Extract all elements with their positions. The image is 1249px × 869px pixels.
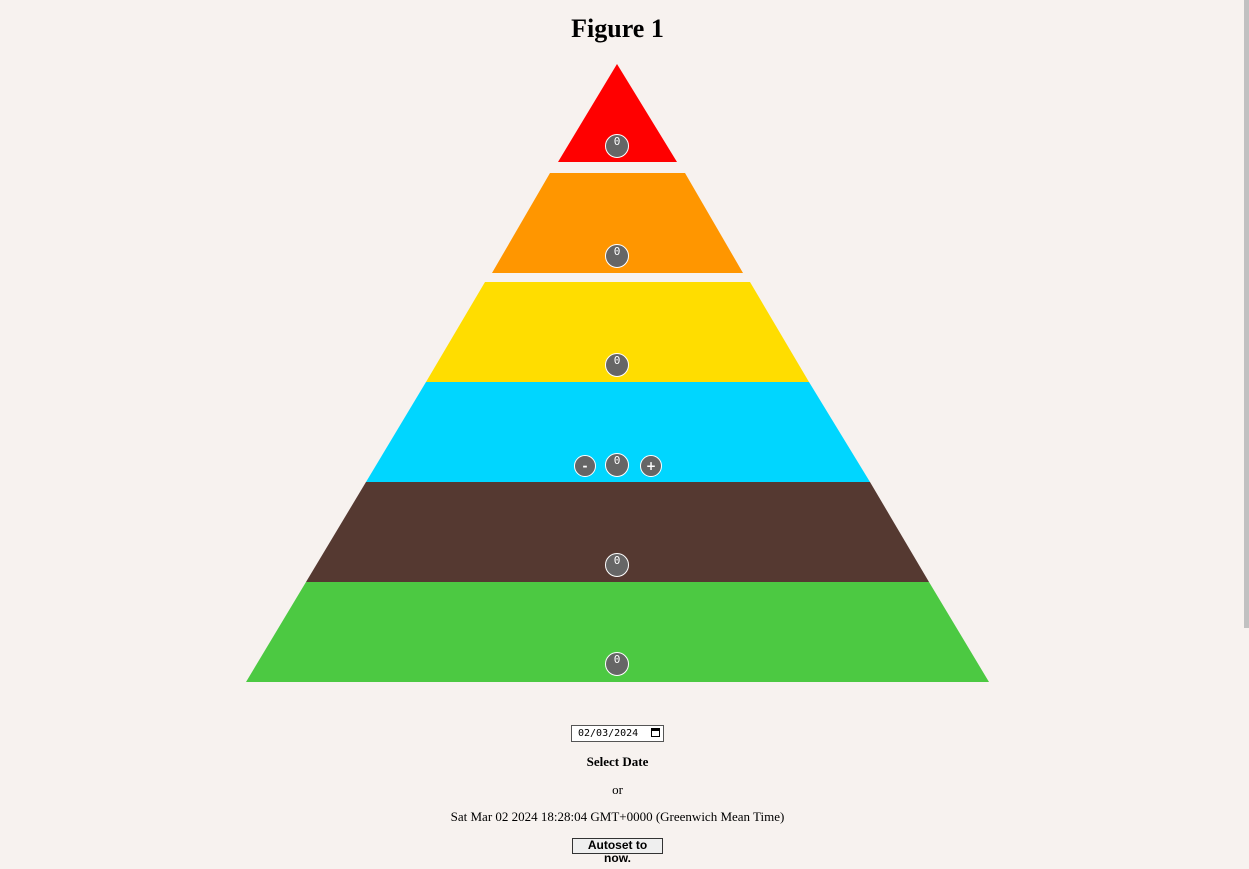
level-3-counter[interactable]: 0 (605, 353, 629, 377)
pyramid-level-4 (366, 382, 870, 482)
calendar-icon[interactable] (651, 728, 660, 737)
current-date-text: Sat Mar 02 2024 18:28:04 GMT+0000 (Green… (450, 809, 785, 824)
pyramid-level-3 (426, 282, 809, 382)
pyramid-level-1 (558, 64, 677, 162)
date-input[interactable]: 02/03/2024 (571, 725, 664, 742)
autoset-now-button[interactable]: Autoset to now. (572, 838, 663, 865)
level-1-counter[interactable]: 0 (605, 134, 629, 158)
pyramid-level-2 (492, 173, 743, 273)
level-2-counter[interactable]: 0 (605, 244, 629, 268)
date-input-value: 02/03/2024 (578, 728, 639, 739)
select-date-label: Select Date (586, 754, 649, 769)
vertical-scrollbar[interactable] (1244, 0, 1249, 628)
or-label: or (612, 782, 623, 797)
pyramid-level-5 (306, 482, 929, 582)
level-4-decrement-button[interactable]: - (574, 455, 596, 477)
food-pyramid (246, 64, 989, 682)
level-4-increment-button[interactable]: + (640, 455, 662, 477)
pyramid-level-6 (246, 582, 989, 682)
level-5-counter[interactable]: 0 (605, 553, 629, 577)
figure-title: Figure 1 (571, 14, 664, 43)
level-4-counter[interactable]: 0 (605, 453, 629, 477)
level-6-counter[interactable]: 0 (605, 652, 629, 676)
